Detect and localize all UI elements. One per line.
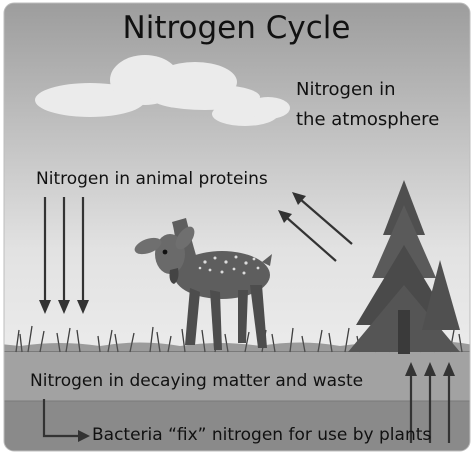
- animal-proteins-label: Nitrogen in animal proteins: [36, 169, 268, 189]
- decaying-matter-label: Nitrogen in decaying matter and waste: [30, 371, 363, 391]
- atmosphere-label-line1: Nitrogen in: [296, 79, 396, 100]
- atmosphere-label-line2: the atmosphere: [296, 109, 439, 130]
- bacteria-label: Bacteria “fix” nitrogen for use by plant…: [92, 425, 431, 445]
- diagram-title: Nitrogen Cycle: [0, 10, 473, 46]
